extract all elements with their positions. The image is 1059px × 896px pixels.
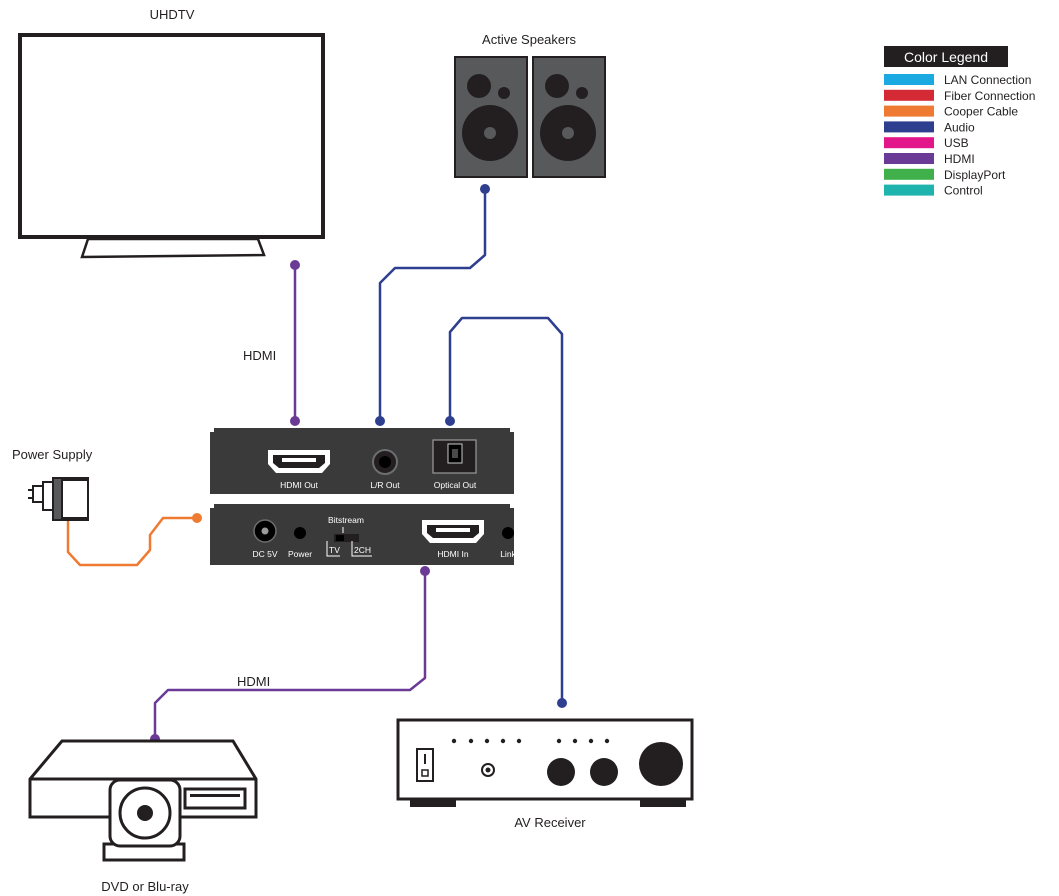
hdmi-out-label: HDMI Out [280, 480, 318, 490]
hdmi-in-label: HDMI In [437, 549, 468, 559]
audio-cable-speakers [378, 190, 487, 420]
speakers-label: Active Speakers [482, 32, 576, 47]
legend-swatch [884, 105, 934, 117]
receiver-indicator-dots-left [451, 738, 522, 744]
tv-bracket [326, 541, 340, 557]
receiver-foot-right [640, 799, 686, 807]
power-led-label: Power [288, 549, 312, 559]
cable-dot [375, 416, 385, 426]
tv-stand [80, 237, 266, 259]
tv-label: UHDTV [150, 7, 195, 22]
receiver-foot-left [410, 799, 456, 807]
dvd-label: DVD or Blu-ray [101, 879, 189, 894]
legend-label: Control [944, 184, 983, 198]
speaker-right [532, 56, 606, 178]
legend-swatch [884, 137, 934, 149]
legend-title-bar [884, 46, 1008, 67]
legend-swatch [884, 153, 934, 164]
legend-item: Cooper Cable [884, 105, 1018, 119]
extractor-input-panel: DC 5V Power Bitstream TV 2CH HDMI In Lin… [210, 504, 517, 565]
hdmi-in-port[interactable] [422, 520, 484, 543]
power-led [294, 527, 306, 539]
receiver-knob-1[interactable] [547, 758, 575, 786]
extractor-output-panel: HDMI Out L/R Out Optical Out [210, 428, 514, 494]
legend-swatch [884, 74, 934, 85]
legend-item: Control [884, 184, 983, 198]
optical-out-label: Optical Out [434, 480, 477, 490]
cable-dot [557, 698, 567, 708]
speaker-left [454, 56, 528, 178]
legend-label: USB [944, 136, 969, 150]
link-led [502, 527, 514, 539]
av-receiver-label: AV Receiver [514, 815, 586, 830]
link-led-label: Link [500, 549, 516, 559]
legend-label: Fiber Connection [944, 89, 1035, 103]
cable-dot [192, 513, 202, 523]
hdmi-cable-label-bottom: HDMI [237, 674, 270, 689]
legend-label: DisplayPort [944, 168, 1006, 182]
legend-item: USB [884, 136, 969, 150]
hdmi-out-port[interactable] [268, 450, 330, 473]
receiver-knob-2[interactable] [590, 758, 618, 786]
lr-out-jack[interactable] [372, 449, 398, 475]
receiver-power-switch[interactable] [416, 748, 434, 782]
legend-item: LAN Connection [884, 73, 1031, 87]
legend-label: Cooper Cable [944, 105, 1018, 119]
copper-cable-power [66, 516, 197, 567]
hdmi-cable-label-top: HDMI [243, 348, 276, 363]
legend-swatch [884, 184, 934, 196]
cables [66, 184, 567, 744]
legend-label: LAN Connection [944, 73, 1031, 87]
legend-swatch [884, 89, 934, 101]
receiver-headphone-jack[interactable] [481, 763, 495, 777]
dc-5v-label: DC 5V [252, 549, 277, 559]
legend-item: DisplayPort [884, 168, 1006, 182]
tv: UHDTV [18, 7, 325, 259]
legend-item: Audio [884, 120, 975, 134]
2ch-bracket [351, 541, 372, 557]
cable-dot [420, 566, 430, 576]
av-receiver: AV Receiver [396, 718, 694, 830]
dvd-player: DVD or Blu-ray [28, 739, 258, 894]
power-supply-label: Power Supply [12, 447, 93, 462]
cable-dot [480, 184, 490, 194]
receiver-volume-knob[interactable] [639, 742, 683, 786]
cable-dot [290, 416, 300, 426]
active-speakers: Active Speakers [454, 32, 606, 178]
receiver-indicator-dots-right [556, 738, 610, 744]
cable-dot [445, 416, 455, 426]
legend-swatch [884, 121, 934, 133]
tv-screen [18, 33, 325, 239]
bitstream-label: Bitstream [328, 515, 364, 525]
legend-item: Fiber Connection [884, 89, 1035, 103]
dc-5v-jack[interactable] [253, 519, 277, 543]
lr-out-label: L/R Out [370, 480, 400, 490]
power-supply: Power Supply [12, 447, 93, 521]
switch-tv-label: TV [329, 545, 340, 555]
legend-label: HDMI [944, 152, 975, 166]
legend-item: HDMI [884, 152, 975, 166]
legend-swatch [884, 168, 934, 180]
switch-2ch-label: 2CH [354, 545, 371, 555]
hdmi-cable-dvd [153, 572, 427, 738]
legend-title: Color Legend [904, 49, 988, 65]
audio-cable-optical-receiver [448, 316, 564, 702]
optical-out-port[interactable] [432, 439, 477, 474]
cable-dot [290, 260, 300, 270]
legend-label: Audio [944, 120, 975, 134]
bitstream-switch[interactable] [334, 527, 359, 542]
